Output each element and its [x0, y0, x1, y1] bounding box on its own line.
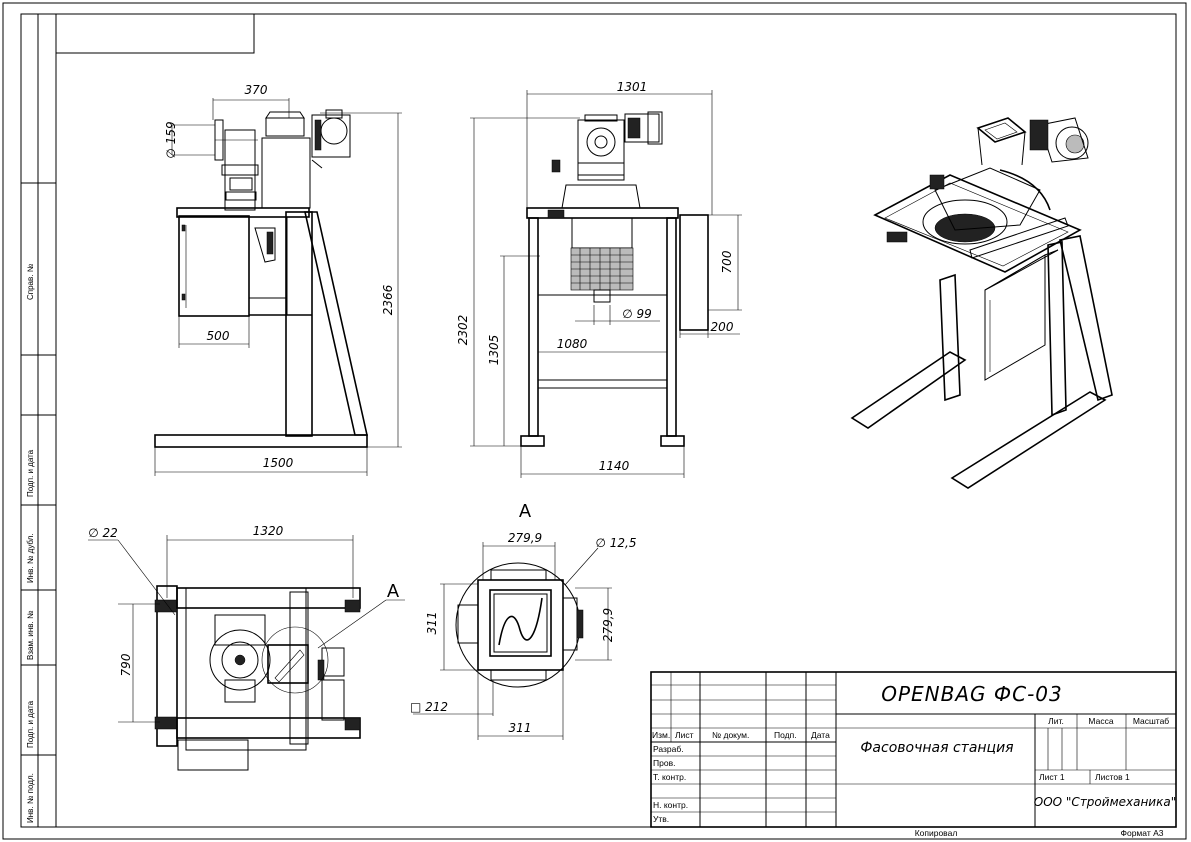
dim-front-159: ∅ 159 — [164, 121, 178, 158]
tb-product-code: OPENBAG ФС-03 — [881, 682, 1063, 706]
dim-side-200: 200 — [711, 320, 734, 334]
dim-top-1320: 1320 — [253, 524, 284, 538]
tb-copied: Копировал — [915, 828, 958, 838]
top-detail-circle — [261, 626, 329, 694]
tb-header-date: Дата — [811, 730, 830, 740]
dim-front-370: 370 — [245, 83, 268, 97]
side-stamp-label-3: Инв. № дубл. — [26, 533, 35, 583]
front-view: 370 ∅ 159 2366 500 1500 — [154, 83, 402, 476]
dim-front-2366: 2366 — [381, 284, 395, 315]
front-column — [285, 211, 313, 437]
dim-side-1140: 1140 — [599, 459, 630, 473]
top-left-stamp — [55, 13, 255, 54]
tb-header-doc: № докум. — [712, 730, 749, 740]
top-motor — [321, 647, 345, 677]
side-stamp: Справ. № Подп. и дата Инв. № дубл. Взам.… — [20, 13, 57, 828]
side-leg-left — [528, 217, 539, 437]
front-base-beam — [154, 434, 368, 448]
side-stamp-label-1: Справ. № — [26, 263, 35, 300]
dim-detail-2799-top: 279,9 — [508, 531, 542, 545]
tb-format: Формат А3 — [1121, 828, 1164, 838]
front-cabinet — [178, 215, 250, 317]
tb-header-izm: Изм. — [652, 730, 670, 740]
detail-auger — [498, 597, 543, 646]
tb-sheets: Листов 1 — [1095, 772, 1130, 782]
tb-lit: Лит. — [1048, 716, 1064, 726]
side-leg-right — [666, 217, 677, 437]
tb-sheet: Лист 1 — [1039, 772, 1065, 782]
side-stamp-label-5: Подп. и дата — [26, 700, 35, 748]
title-block: Изм. Лист № докум. Подп. Дата Разраб. Пр… — [650, 671, 1177, 838]
dim-side-99: ∅ 99 — [622, 307, 652, 321]
iso-top-frame — [873, 174, 1082, 273]
front-brace — [304, 211, 368, 436]
tb-header-list: Лист — [675, 730, 694, 740]
top-view: 1320 790 ∅ 22 A — [88, 524, 405, 771]
side-motor — [624, 113, 660, 143]
front-motor — [311, 114, 351, 158]
dim-detail-212: □ 212 — [410, 700, 448, 714]
tb-role-dev: Разраб. — [653, 744, 684, 754]
side-stamp-label-2: Подп. и дата — [26, 449, 35, 497]
dim-front-500: 500 — [207, 329, 230, 343]
tb-role-check: Пров. — [653, 758, 675, 768]
dim-side-1305: 1305 — [487, 335, 501, 366]
dim-side-2302: 2302 — [456, 315, 470, 346]
tb-header-sign: Подп. — [774, 730, 797, 740]
dim-side-700: 700 — [720, 250, 734, 273]
top-view-callout-a: A — [387, 581, 399, 601]
dim-top-22: ∅ 22 — [88, 526, 118, 540]
dim-side-1301: 1301 — [617, 80, 648, 94]
dim-detail-311-h: 311 — [509, 721, 532, 735]
tb-role-tcontrol: Т. контр. — [653, 772, 686, 782]
isometric-view — [850, 117, 1113, 489]
iso-motor — [1055, 126, 1089, 160]
side-panel — [679, 214, 709, 331]
dim-side-1080: 1080 — [557, 337, 588, 351]
tb-product-name: Фасовочная станция — [860, 740, 1013, 756]
detail-a-view: A 279,9 ∅ 12,5 311 279,9 □ 212 311 — [410, 501, 637, 740]
detail-a-title: A — [519, 501, 531, 521]
dim-detail-311-v: 311 — [425, 612, 439, 635]
dim-detail-125: ∅ 12,5 — [596, 536, 637, 550]
top-rotary-valve — [209, 629, 271, 691]
side-view: 1301 700 ∅ 99 200 1080 1305 2302 1140 — [456, 80, 742, 478]
dim-front-1500: 1500 — [263, 456, 294, 470]
tb-scale: Масштаб — [1133, 716, 1169, 726]
tb-role-ncontrol: Н. контр. — [653, 800, 688, 810]
side-stamp-label-4: Взам. инв. № — [26, 610, 35, 660]
dim-top-790: 790 — [119, 653, 133, 676]
tb-role-approve: Утв. — [653, 814, 669, 824]
side-stamp-label-6: Инв. № подл. — [26, 773, 35, 823]
dim-detail-2799-right: 279,9 — [601, 608, 615, 642]
front-top-frame — [176, 207, 310, 218]
tb-mass: Масса — [1088, 716, 1113, 726]
tb-company: ООО "Строймеханика" — [1034, 795, 1176, 809]
